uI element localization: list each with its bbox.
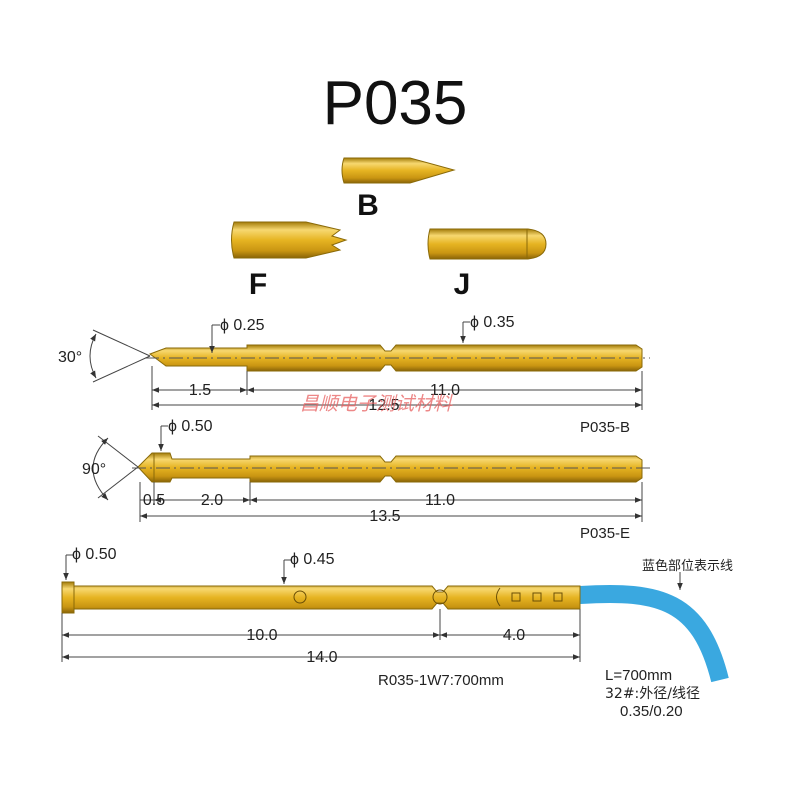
receptacle-drawing — [61, 554, 729, 683]
probe-b-body-diameter: ϕ 0.35 — [470, 314, 515, 331]
wire-gauge: 32#:外径/线径 — [605, 686, 700, 702]
tip-f-illustration — [231, 221, 348, 259]
tip-b-illustration — [341, 157, 456, 184]
tip-b-label: B — [357, 189, 379, 222]
probe-b-total-length: 12.5 — [368, 397, 399, 414]
probe-e-body-length: 11.0 — [425, 492, 455, 509]
wire — [579, 584, 729, 683]
receptacle-total-length: 14.0 — [306, 649, 337, 666]
receptacle-model: R035-1W7:700mm — [378, 672, 504, 689]
watermark: 昌顺电子测试材料 — [300, 393, 453, 415]
receptacle-body-diameter: ϕ 0.45 — [290, 551, 335, 568]
probe-b-tip-length: 1.5 — [189, 382, 211, 399]
probe-b-angle: 30° — [58, 349, 82, 366]
tip-f-label: F — [249, 268, 267, 301]
probe-e-head-length: 0.5 — [143, 492, 165, 509]
probe-b-tip-diameter: ϕ 0.25 — [220, 317, 265, 334]
probe-e-head-diameter: ϕ 0.50 — [168, 418, 213, 435]
receptacle-length-b: 4.0 — [503, 627, 525, 644]
wire-note: 蓝色部位表示线 — [642, 558, 733, 574]
probe-e-angle: 90° — [82, 461, 106, 478]
tip-j-illustration — [427, 228, 547, 260]
wire-length: L=700mm — [605, 667, 672, 684]
wire-dimensions: 0.35/0.20 — [620, 703, 683, 720]
probe-b-drawing — [89, 321, 650, 410]
probe-e-total-length: 13.5 — [369, 508, 400, 525]
probe-e-tip-length: 2.0 — [201, 492, 223, 509]
probe-e-drawing — [92, 425, 650, 522]
page-title: P035 — [323, 69, 468, 138]
probe-b-body-length: 11.0 — [430, 382, 460, 399]
tip-j-label: J — [454, 268, 471, 301]
probe-e-model: P035-E — [580, 525, 630, 542]
receptacle-head-diameter: ϕ 0.50 — [72, 546, 117, 563]
probe-b-model: P035-B — [580, 419, 630, 436]
receptacle-length-a: 10.0 — [246, 627, 277, 644]
